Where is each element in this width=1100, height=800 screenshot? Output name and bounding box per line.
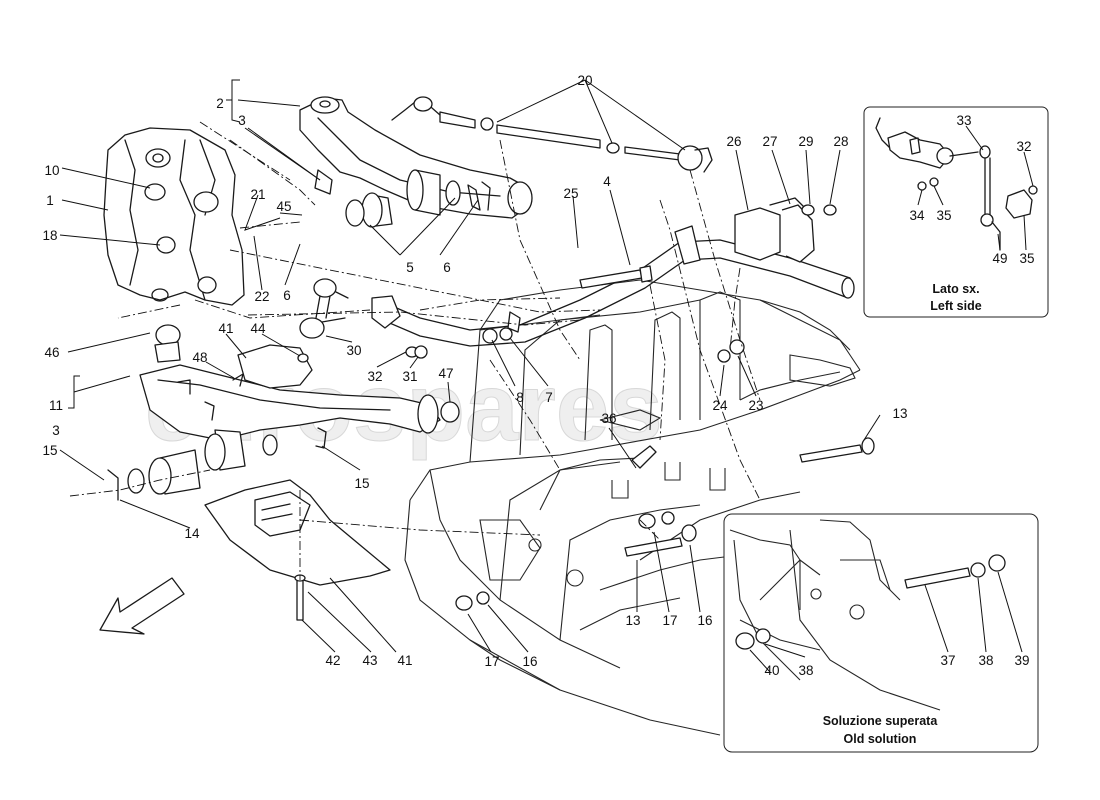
subframe: [404, 279, 861, 736]
callout-42: 42: [325, 653, 340, 668]
inset-left-side: Lato sx. Left side: [863, 106, 1049, 318]
callout-32-main: 32: [367, 369, 382, 384]
callout-41-upper: 41: [218, 321, 233, 336]
callout-47: 47: [438, 366, 453, 381]
inset-old-solution-caption-en: Old solution: [844, 732, 917, 746]
callout-34: 34: [909, 208, 925, 223]
stabilizer-link: [299, 278, 349, 339]
inset-left-side-caption-it: Lato sx.: [932, 282, 979, 296]
front-direction-arrow-icon: [99, 577, 185, 635]
callout-13-center: 13: [625, 613, 640, 628]
callout-2: 2: [216, 96, 224, 111]
callout-6-right: 6: [443, 260, 451, 275]
underbody-cover: [204, 344, 391, 586]
callout-31: 31: [402, 369, 417, 384]
lower-control-arm: [107, 324, 441, 501]
inset-old-solution-caption-it: Soluzione superata: [823, 714, 939, 728]
upper-control-arm: [299, 96, 533, 228]
bolts-and-nuts: [455, 437, 875, 611]
leader-lines: [59, 79, 1034, 673]
callout-37: 37: [940, 653, 955, 668]
inset-left-side-caption-en: Left side: [930, 299, 981, 313]
callout-33: 33: [956, 113, 971, 128]
callout-35-left: 35: [936, 208, 951, 223]
callout-49: 49: [992, 251, 1007, 266]
callout-29: 29: [798, 134, 813, 149]
callout-27: 27: [762, 134, 777, 149]
small-fasteners: [405, 327, 745, 469]
screw-42: [294, 574, 306, 621]
callout-3-lower: 3: [52, 423, 60, 438]
callout-1: 1: [46, 193, 54, 208]
assembly-center-lines: [69, 121, 761, 580]
callout-38-right: 38: [978, 653, 993, 668]
bolt-4: [579, 265, 653, 289]
callout-21: 21: [250, 187, 265, 202]
callout-36: 36: [601, 411, 616, 426]
callout-41-lower: 41: [397, 653, 412, 668]
callout-11: 11: [49, 398, 63, 413]
tie-rod: [391, 96, 713, 173]
callout-38-left: 38: [798, 663, 813, 678]
callout-43: 43: [362, 653, 377, 668]
callout-45: 45: [276, 199, 291, 214]
callout-8: 8: [516, 390, 524, 405]
stabilizer-bar: [371, 225, 855, 347]
inset-old-solution: Soluzione superata Old solution: [723, 513, 1039, 753]
hub-carrier: [103, 127, 245, 306]
callout-3-upper: 3: [238, 113, 246, 128]
callout-14: 14: [184, 526, 200, 541]
callout-28: 28: [833, 134, 848, 149]
callout-13-right: 13: [892, 406, 907, 421]
callout-16-right: 16: [697, 613, 712, 628]
callout-7: 7: [545, 390, 553, 405]
callout-17-right: 17: [662, 613, 677, 628]
stabilizer-bushing-clamp: [734, 197, 837, 263]
callout-35-right: 35: [1019, 251, 1034, 266]
callout-25: 25: [563, 186, 578, 201]
callout-4: 4: [603, 174, 611, 189]
callout-15-right: 15: [354, 476, 369, 491]
callout-40: 40: [764, 663, 779, 678]
callout-16-left: 16: [522, 654, 537, 669]
callout-20: 20: [577, 73, 592, 88]
callout-22: 22: [254, 289, 269, 304]
callout-23: 23: [748, 398, 763, 413]
callout-5: 5: [406, 260, 414, 275]
callout-17-left: 17: [484, 654, 499, 669]
callout-15-left: 15: [42, 443, 57, 458]
callout-labels: 1 2 3 3 4 5 6 6 7 8 10 11 13 13 14 15 15…: [42, 73, 1034, 678]
callout-10: 10: [44, 163, 59, 178]
callout-39: 39: [1014, 653, 1029, 668]
callout-32-inset: 32: [1016, 139, 1031, 154]
callout-30: 30: [346, 343, 361, 358]
callout-44: 44: [250, 321, 266, 336]
callout-18: 18: [42, 228, 57, 243]
callout-6-left: 6: [283, 288, 291, 303]
callout-24: 24: [712, 398, 728, 413]
callout-48: 48: [192, 350, 207, 365]
callout-26: 26: [726, 134, 741, 149]
callout-46: 46: [44, 345, 59, 360]
